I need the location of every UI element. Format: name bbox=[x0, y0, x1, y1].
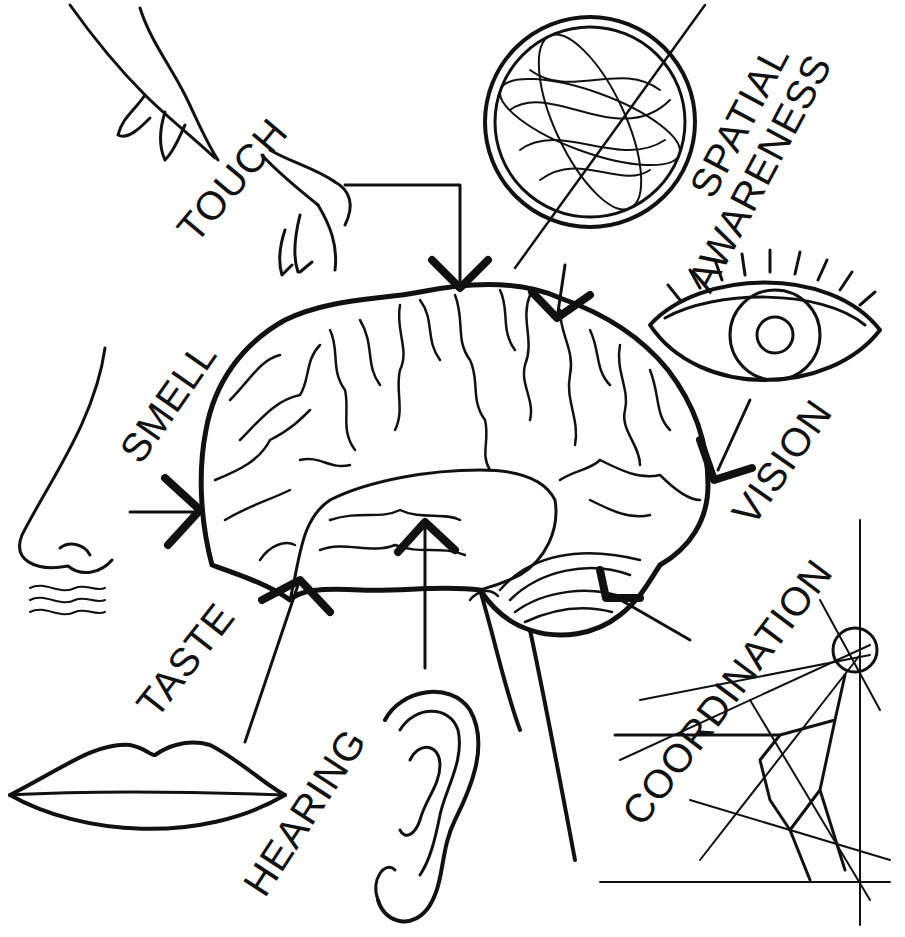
drawing-stroke bbox=[560, 310, 610, 445]
ear-figure bbox=[376, 522, 479, 921]
drawing-stroke bbox=[245, 585, 298, 742]
drawing-stroke bbox=[20, 348, 112, 573]
touch-label: TOUCH bbox=[169, 110, 295, 249]
touch-hands bbox=[70, 5, 488, 288]
drawing-stroke bbox=[165, 478, 200, 545]
coordination-label: COORDINATION bbox=[614, 552, 840, 833]
drawing-stroke bbox=[455, 295, 490, 470]
drawing-stroke bbox=[400, 747, 440, 835]
drawing-stroke bbox=[730, 290, 820, 380]
drawing-stroke bbox=[280, 205, 336, 275]
drawing-stroke bbox=[820, 600, 880, 710]
drawing-stroke bbox=[532, 292, 590, 318]
drawing-stroke bbox=[330, 460, 600, 520]
drawing-stroke bbox=[60, 544, 90, 555]
drawing-stroke bbox=[600, 570, 640, 598]
drawing-stroke bbox=[30, 586, 105, 615]
drawing-stroke bbox=[530, 630, 575, 860]
spatial-awareness-label: SPATIAL AWARENESS bbox=[642, 38, 834, 298]
eye-figure bbox=[650, 250, 880, 480]
coordination-figure bbox=[600, 520, 890, 925]
drawing-stroke bbox=[590, 460, 700, 516]
drawing-stroke bbox=[480, 590, 520, 730]
drawing-stroke bbox=[690, 800, 890, 860]
drawing-stroke bbox=[395, 300, 440, 430]
taste-label: TASTE bbox=[128, 595, 242, 724]
drawing-stroke bbox=[10, 795, 285, 829]
drawing-stroke bbox=[500, 290, 531, 420]
drawing-stroke bbox=[378, 692, 478, 922]
drawing-stroke bbox=[398, 522, 455, 552]
drawing-stroke bbox=[750, 700, 870, 900]
drawing-stroke bbox=[470, 591, 498, 600]
drawing-stroke bbox=[515, 5, 705, 268]
drawing-stroke bbox=[432, 260, 488, 288]
drawing-stroke bbox=[859, 520, 861, 925]
drawing-stroke bbox=[262, 580, 330, 612]
drawing-stroke bbox=[485, 17, 695, 227]
drawing-stroke bbox=[230, 345, 320, 440]
drawing-stroke bbox=[424, 525, 427, 668]
drawing-stroke bbox=[619, 345, 670, 465]
hearing-label: HEARING bbox=[236, 721, 374, 903]
drawing-stroke bbox=[376, 867, 395, 900]
drawing-stroke bbox=[215, 410, 310, 520]
drawing-stroke bbox=[700, 440, 752, 480]
drawing-stroke bbox=[10, 743, 285, 795]
drawing-stroke bbox=[558, 265, 565, 312]
drawing-stroke bbox=[500, 553, 640, 622]
drawing-stroke bbox=[10, 792, 285, 795]
drawing-stroke bbox=[330, 320, 380, 450]
sphere-figure bbox=[485, 5, 705, 318]
drawing-stroke bbox=[70, 5, 218, 160]
drawing-stroke bbox=[757, 317, 793, 353]
drawing-stroke bbox=[400, 711, 459, 875]
drawing-stroke bbox=[201, 284, 708, 635]
drawing-stroke bbox=[290, 470, 556, 600]
smell-label: SMELL bbox=[112, 334, 225, 470]
drawing-stroke bbox=[320, 545, 465, 555]
drawing-stroke bbox=[335, 182, 350, 225]
lips-figure bbox=[10, 580, 330, 829]
drawing-stroke bbox=[260, 459, 350, 560]
drawing-stroke bbox=[130, 511, 200, 514]
drawing-stroke bbox=[600, 881, 890, 883]
vision-label: VISION bbox=[724, 392, 840, 532]
drawing-stroke bbox=[118, 95, 185, 160]
drawing-stroke bbox=[718, 400, 750, 470]
drawing-stroke bbox=[650, 283, 880, 381]
drawing-stroke bbox=[518, 21, 662, 223]
